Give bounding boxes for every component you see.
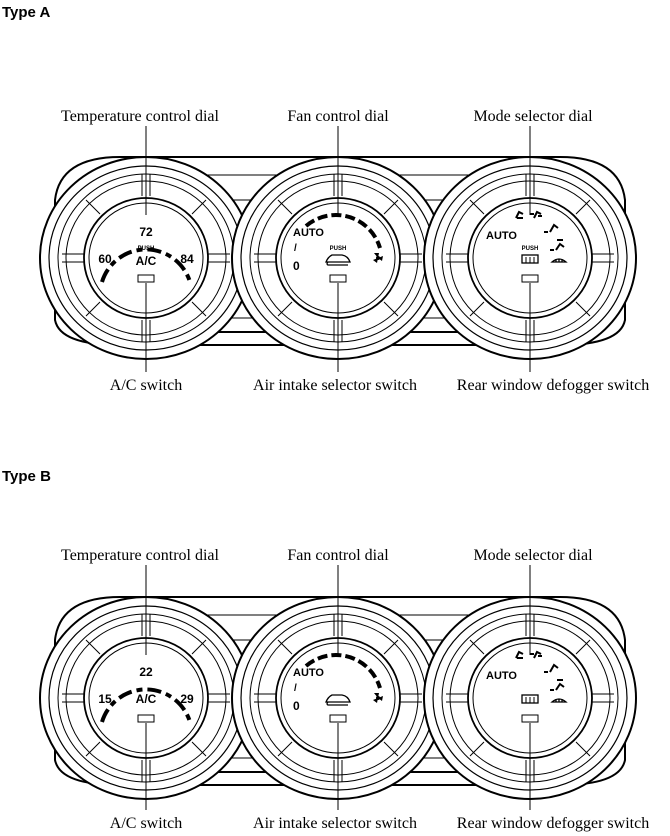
rear-defogger-icon[interactable]	[521, 694, 539, 704]
temperature-control-dial[interactable]: 22 15 29 A/C	[39, 596, 253, 800]
callout-fan-dial: Fan control dial	[287, 108, 389, 125]
recirculation-car-icon[interactable]	[325, 694, 351, 706]
callout-temperature-dial: Temperature control dial	[61, 108, 219, 125]
callout-rear-defogger-switch: Rear window defogger switch	[457, 377, 649, 394]
bi-level-icon	[530, 210, 542, 219]
foot-defrost-icon	[550, 239, 565, 251]
temperature-control-dial[interactable]: 72 60 84 PUSH A/C	[39, 156, 253, 360]
fan-off-label: 0	[293, 259, 300, 273]
foot-icon	[544, 223, 559, 233]
callout-leaders	[145, 126, 531, 372]
mode-auto-label: AUTO	[486, 230, 517, 242]
fan-off-label: 0	[293, 699, 300, 713]
windshield-defrost-icon	[550, 258, 568, 263]
temp-max-label: 29	[180, 692, 194, 706]
ac-switch[interactable]: A/C	[136, 254, 157, 268]
panel-type-b: Type B Temperature control dial Fan cont…	[2, 468, 649, 832]
fan-auto-label: AUTO	[293, 667, 324, 679]
fan-control-dial[interactable]: AUTO / 0	[231, 596, 445, 800]
vent-face-icon	[515, 650, 524, 659]
temperature-scale-arc	[100, 687, 192, 723]
rear-defogger-icon[interactable]	[521, 254, 539, 264]
fan-slash: /	[294, 243, 297, 254]
mode-selector-dial[interactable]: AUTO	[423, 596, 637, 800]
recirculation-car-icon[interactable]	[325, 254, 351, 266]
fan-icon	[373, 253, 383, 263]
temp-mid-label: 72	[139, 225, 153, 239]
fan-control-dial[interactable]: AUTO / 0 PUSH	[231, 156, 445, 360]
ac-push-label: PUSH	[138, 246, 155, 252]
defogger-push-label: PUSH	[522, 246, 539, 252]
temp-mid-label: 22	[139, 665, 153, 679]
callout-mode-dial: Mode selector dial	[473, 108, 593, 125]
temp-min-label: 60	[98, 252, 112, 266]
callout-rear-defogger-switch: Rear window defogger switch	[457, 815, 649, 832]
fan-icon	[373, 693, 383, 703]
callout-temperature-dial: Temperature control dial	[61, 547, 219, 564]
fan-speed-scale	[304, 652, 382, 689]
callout-mode-dial: Mode selector dial	[473, 547, 593, 564]
temp-min-label: 15	[98, 692, 112, 706]
callout-leaders	[145, 565, 531, 810]
type-a-heading: Type A	[2, 4, 51, 21]
callout-air-intake-switch: Air intake selector switch	[253, 815, 417, 832]
intake-push-label: PUSH	[330, 246, 347, 252]
mode-selector-dial[interactable]: AUTO PUSH	[423, 156, 637, 360]
callout-air-intake-switch: Air intake selector switch	[253, 377, 417, 394]
windshield-defrost-icon	[550, 698, 568, 703]
ac-switch[interactable]: A/C	[136, 692, 157, 706]
fan-slash: /	[294, 683, 297, 694]
bi-level-icon	[530, 650, 542, 659]
callout-ac-switch: A/C switch	[110, 377, 182, 394]
foot-defrost-icon	[550, 679, 565, 691]
callout-fan-dial: Fan control dial	[287, 547, 389, 564]
type-b-heading: Type B	[2, 468, 51, 485]
foot-icon	[544, 663, 559, 673]
temperature-scale-arc	[100, 247, 192, 283]
fan-auto-label: AUTO	[293, 227, 324, 239]
fan-speed-scale	[304, 212, 382, 249]
vent-face-icon	[515, 210, 524, 219]
panel-type-a: Type A Temperature control dial Fan cont…	[2, 4, 649, 394]
mode-auto-label: AUTO	[486, 670, 517, 682]
callout-ac-switch: A/C switch	[110, 815, 182, 832]
temp-max-label: 84	[180, 252, 194, 266]
